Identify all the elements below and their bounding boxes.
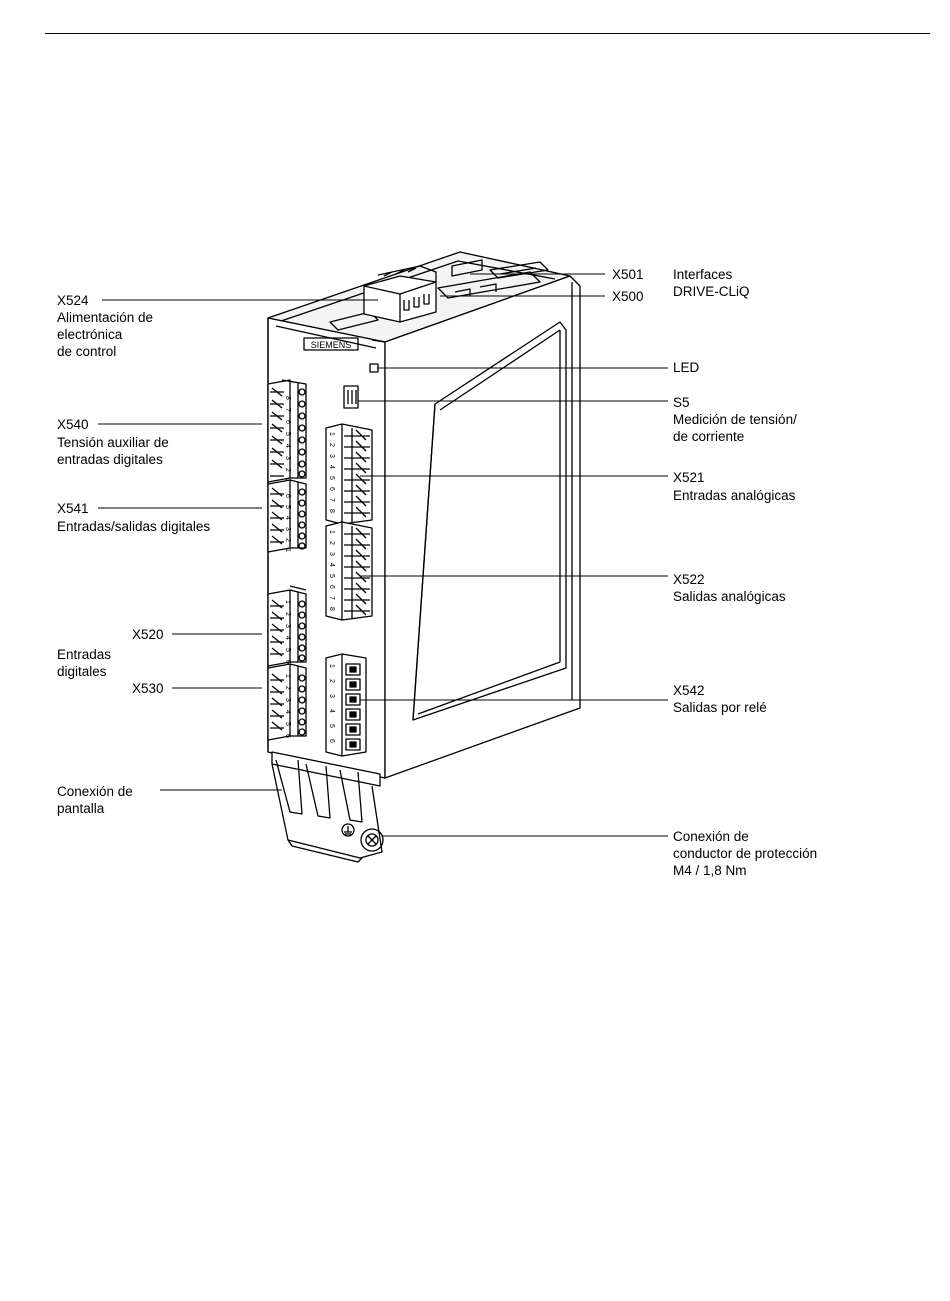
label-s5-desc: Medición de tensión/ de corriente <box>673 412 797 444</box>
label-x530: X530 <box>132 681 164 696</box>
shield-bracket <box>271 751 383 863</box>
svg-text:1: 1 <box>284 600 291 604</box>
label-drivecliq: Interfaces DRIVE-CLiQ <box>673 267 750 299</box>
svg-text:2: 2 <box>328 443 335 447</box>
svg-text:6: 6 <box>328 739 335 743</box>
label-x522: X522 <box>673 572 705 587</box>
s5-switch <box>343 385 359 409</box>
label-x540-desc: Tensión auxiliar de entradas digitales <box>57 435 169 467</box>
svg-text:2: 2 <box>284 538 291 542</box>
svg-text:3: 3 <box>328 454 335 458</box>
label-x501: X501 <box>612 267 644 282</box>
svg-text:5: 5 <box>328 574 335 578</box>
x522-terminal <box>325 521 373 621</box>
svg-text:8: 8 <box>284 396 291 400</box>
svg-text:6: 6 <box>284 420 291 424</box>
brand-plate <box>303 337 359 351</box>
label-x521: X521 <box>673 470 705 485</box>
svg-text:7: 7 <box>328 596 335 600</box>
label-led: LED <box>673 360 700 375</box>
svg-text:4: 4 <box>328 465 335 469</box>
x524-plug <box>363 265 437 323</box>
svg-text:2: 2 <box>328 679 335 683</box>
svg-text:1: 1 <box>284 548 291 552</box>
svg-text:6: 6 <box>328 585 335 589</box>
svg-text:5: 5 <box>284 505 291 509</box>
svg-text:7: 7 <box>284 408 291 412</box>
label-pe: Conexión de conductor de protección M4 /… <box>673 829 818 878</box>
svg-text:5: 5 <box>328 476 335 480</box>
svg-text:3: 3 <box>284 624 291 628</box>
svg-text:5: 5 <box>284 648 291 652</box>
svg-text:8: 8 <box>328 607 335 611</box>
svg-text:1: 1 <box>284 674 291 678</box>
label-x540: X540 <box>57 417 89 432</box>
x520-terminal <box>267 585 307 667</box>
x521-terminal <box>325 423 373 525</box>
svg-text:5: 5 <box>284 722 291 726</box>
label-shield: Conexión de pantalla <box>57 784 133 816</box>
label-x542: X542 <box>673 683 705 698</box>
svg-text:1: 1 <box>328 432 335 436</box>
label-x524: X524 <box>57 293 89 308</box>
svg-text:2: 2 <box>284 468 291 472</box>
svg-text:2: 2 <box>328 541 335 545</box>
pin-numbers: 8 7 6 5 4 3 2 1 6 5 4 3 2 1 1 2 3 4 5 6 … <box>284 396 335 743</box>
svg-text:3: 3 <box>328 552 335 556</box>
svg-text:6: 6 <box>284 494 291 498</box>
label-x542-desc: Salidas por relé <box>673 700 767 715</box>
svg-text:7: 7 <box>328 498 335 502</box>
x542-terminal <box>325 653 367 757</box>
svg-text:4: 4 <box>284 636 291 640</box>
svg-text:4: 4 <box>284 710 291 714</box>
x540-terminal <box>267 379 307 483</box>
svg-text:1: 1 <box>328 530 335 534</box>
pe-screw <box>341 823 384 852</box>
x530-terminal <box>267 663 307 741</box>
svg-text:6: 6 <box>284 734 291 738</box>
label-x520: X520 <box>132 627 164 642</box>
header-rule <box>45 33 930 34</box>
svg-text:8: 8 <box>328 509 335 513</box>
svg-text:2: 2 <box>284 686 291 690</box>
label-x541-desc: Entradas/salidas digitales <box>57 519 211 534</box>
label-x541: X541 <box>57 501 89 516</box>
label-x522-desc: Salidas analógicas <box>673 589 786 604</box>
svg-text:3: 3 <box>284 698 291 702</box>
leader-lines <box>98 273 668 837</box>
svg-text:2: 2 <box>284 612 291 616</box>
svg-text:3: 3 <box>328 694 335 698</box>
svg-text:6: 6 <box>284 660 291 664</box>
label-x520-desc: Entradas digitales <box>57 647 112 679</box>
brand-text: SIEMENS <box>311 340 352 350</box>
svg-text:3: 3 <box>284 456 291 460</box>
housing-side <box>371 275 581 779</box>
svg-text:5: 5 <box>284 432 291 436</box>
svg-text:4: 4 <box>328 563 335 567</box>
svg-text:1: 1 <box>284 478 291 482</box>
label-x524-desc: Alimentación de electrónica de control <box>57 310 154 359</box>
label-s5: S5 <box>673 395 690 410</box>
label-x500: X500 <box>612 289 644 304</box>
svg-text:4: 4 <box>284 444 291 448</box>
svg-text:4: 4 <box>284 516 291 520</box>
svg-text:1: 1 <box>328 664 335 668</box>
x541-terminal <box>267 479 307 553</box>
svg-text:4: 4 <box>328 709 335 713</box>
svg-text:6: 6 <box>328 487 335 491</box>
svg-text:3: 3 <box>284 527 291 531</box>
svg-text:5: 5 <box>328 724 335 728</box>
label-x521-desc: Entradas analógicas <box>673 488 796 503</box>
